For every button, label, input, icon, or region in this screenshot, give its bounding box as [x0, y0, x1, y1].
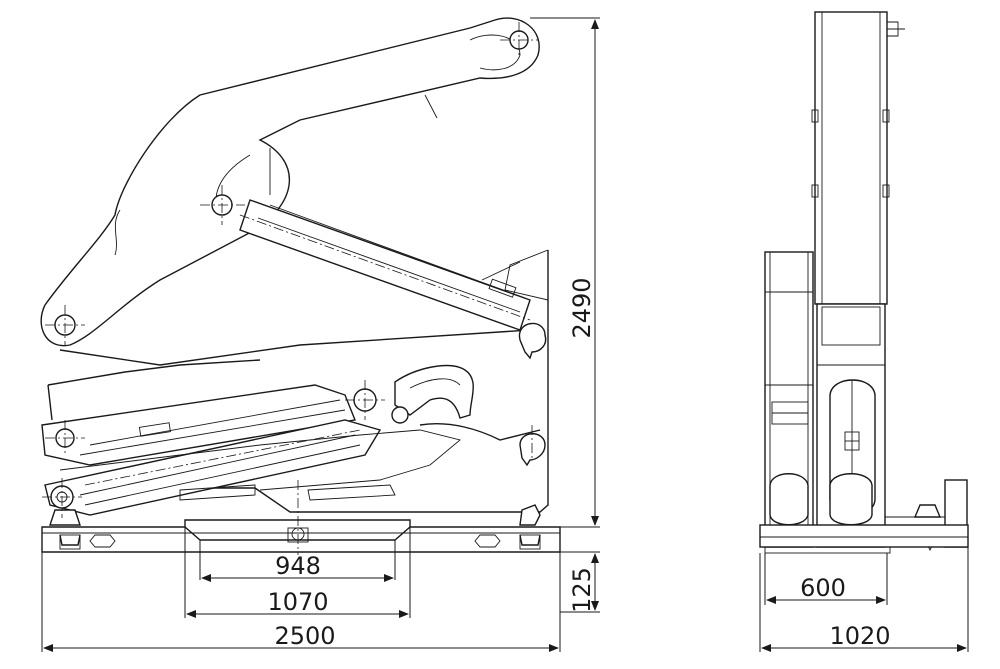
dim-1020-label: 1020: [829, 622, 890, 650]
front-base: [759, 524, 969, 554]
front-view: 600 1020: [759, 11, 969, 652]
side-dimensions: 948 1070 2500 2490 125: [41, 17, 600, 652]
dim-948-label: 948: [275, 552, 321, 580]
pivot-pins: [50, 30, 547, 509]
latch-hook: [394, 364, 541, 441]
dim-125-label: 125: [568, 567, 596, 613]
upper-arm: [40, 17, 540, 347]
pin-hook: [391, 406, 409, 424]
dim-600-label: 600: [800, 574, 846, 602]
base-frame: [41, 519, 561, 553]
pin-rear-lower: [519, 433, 546, 467]
roller-right: [829, 473, 873, 526]
front-dimensions: 600 1020: [759, 547, 969, 652]
mount-feet: [49, 504, 541, 546]
lower-arm: [41, 384, 461, 516]
dim-1070-label: 1070: [267, 588, 328, 616]
rear-plate: [80, 249, 549, 513]
rollers: [769, 379, 876, 526]
lower-link: [47, 329, 531, 421]
dim-2490-label: 2490: [568, 277, 596, 338]
upper-cylinder: [239, 199, 531, 331]
pin-rear-upper: [518, 322, 547, 360]
arm-column: [811, 11, 905, 305]
side-view: 948 1070 2500 2490 125: [40, 17, 600, 652]
roller-left: [769, 473, 809, 526]
center-lines: [42, 22, 538, 555]
dim-2500-label: 2500: [274, 622, 335, 650]
